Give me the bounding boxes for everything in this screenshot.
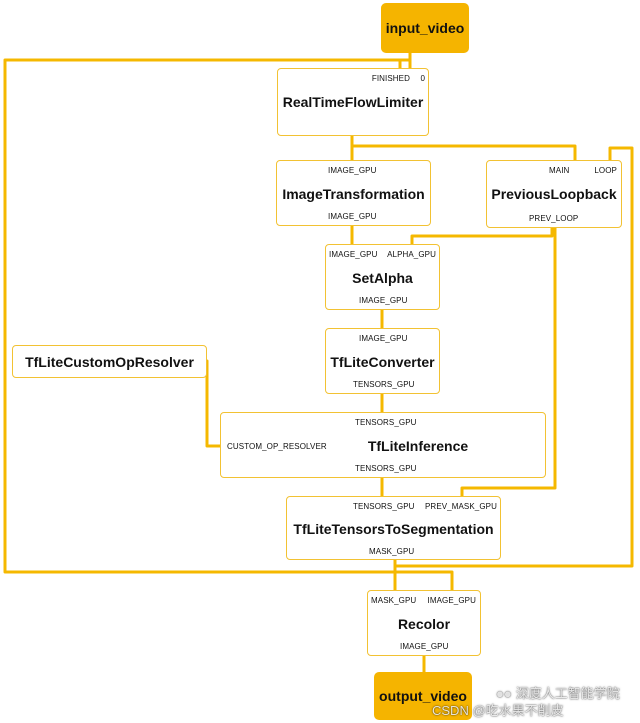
port-custom-op-resolver: CUSTOM_OP_RESOLVER — [227, 442, 327, 451]
wire-prevloop-to-prevmask — [460, 226, 557, 498]
port-image-in: IMAGE_GPU — [359, 334, 408, 343]
port-tensors-out: TENSORS_GPU — [355, 464, 417, 473]
node-tflite-tensors-to-segmentation[interactable]: TENSORS_GPU PREV_MASK_GPU TfLiteTensorsT… — [286, 496, 501, 560]
port-image-out: IMAGE_GPU — [400, 642, 449, 651]
input-video-node[interactable]: input_video — [381, 3, 469, 53]
watermark-line-2: CSDN @吃水果不削皮 — [432, 703, 564, 718]
port-image-in: IMAGE_GPU — [427, 596, 476, 605]
node-title: PreviousLoopback — [491, 186, 617, 202]
node-tflite-converter[interactable]: IMAGE_GPU TfLiteConverter TENSORS_GPU — [325, 328, 440, 394]
port-main: MAIN — [549, 166, 570, 175]
node-set-alpha[interactable]: IMAGE_GPU ALPHA_GPU SetAlpha IMAGE_GPU — [325, 244, 440, 310]
wire-mask-to-loop — [393, 146, 634, 568]
output-video-node[interactable]: output_video — [374, 672, 472, 720]
node-tflite-custom-op-resolver[interactable]: TfLiteCustomOpResolver — [12, 345, 207, 378]
port-alpha: ALPHA_GPU — [387, 250, 436, 259]
port-tensors-out: TENSORS_GPU — [353, 380, 415, 389]
node-realtime-flow-limiter[interactable]: FINISHED 0 RealTimeFlowLimiter — [277, 68, 429, 136]
port-image-in: IMAGE_GPU — [329, 250, 378, 259]
input-video-label: input_video — [385, 20, 465, 36]
wire-input-left-loop — [3, 51, 454, 592]
port-image-out: IMAGE_GPU — [359, 296, 408, 305]
node-previous-loopback[interactable]: MAIN LOOP PreviousLoopback PREV_LOOP — [486, 160, 622, 228]
node-image-transformation[interactable]: IMAGE_GPU ImageTransformation IMAGE_GPU — [276, 160, 431, 226]
wechat-icon: ●● — [496, 686, 512, 701]
port-prev-loop: PREV_LOOP — [529, 214, 579, 223]
port-tensors-in: TENSORS_GPU — [353, 502, 415, 511]
node-tflite-inference[interactable]: TENSORS_GPU CUSTOM_OP_RESOLVER TfLiteInf… — [220, 412, 546, 478]
port-image-out: IMAGE_GPU — [328, 212, 377, 221]
port-mask-in: MASK_GPU — [371, 596, 417, 605]
node-title: ImageTransformation — [282, 186, 425, 202]
node-title: TfLiteTensorsToSegmentation — [293, 521, 494, 537]
wire-limiter-to-loopback-main — [350, 134, 577, 162]
port-image-in: IMAGE_GPU — [328, 166, 377, 175]
watermark-line-1: ●●深度人工智能学院 — [496, 683, 620, 702]
node-title: SetAlpha — [352, 270, 413, 286]
node-title: TfLiteConverter — [330, 354, 435, 370]
wire-prevloop-to-alpha — [410, 226, 554, 246]
node-title: TfLiteCustomOpResolver — [25, 354, 194, 370]
node-title: RealTimeFlowLimiter — [282, 94, 424, 110]
node-title: TfLiteInference — [367, 438, 469, 454]
port-mask-out: MASK_GPU — [369, 547, 415, 556]
output-video-label: output_video — [379, 688, 467, 704]
port-tensors-in: TENSORS_GPU — [355, 418, 417, 427]
port-zero: 0 — [420, 74, 425, 83]
port-loop: LOOP — [594, 166, 617, 175]
node-recolor[interactable]: MASK_GPU IMAGE_GPU Recolor IMAGE_GPU — [367, 590, 481, 656]
watermark-text-1: 深度人工智能学院 — [515, 686, 620, 701]
port-prev-mask: PREV_MASK_GPU — [425, 502, 497, 511]
node-title: Recolor — [397, 616, 451, 632]
wire-resolver-to-inference — [205, 359, 224, 448]
port-finished: FINISHED — [371, 74, 410, 83]
